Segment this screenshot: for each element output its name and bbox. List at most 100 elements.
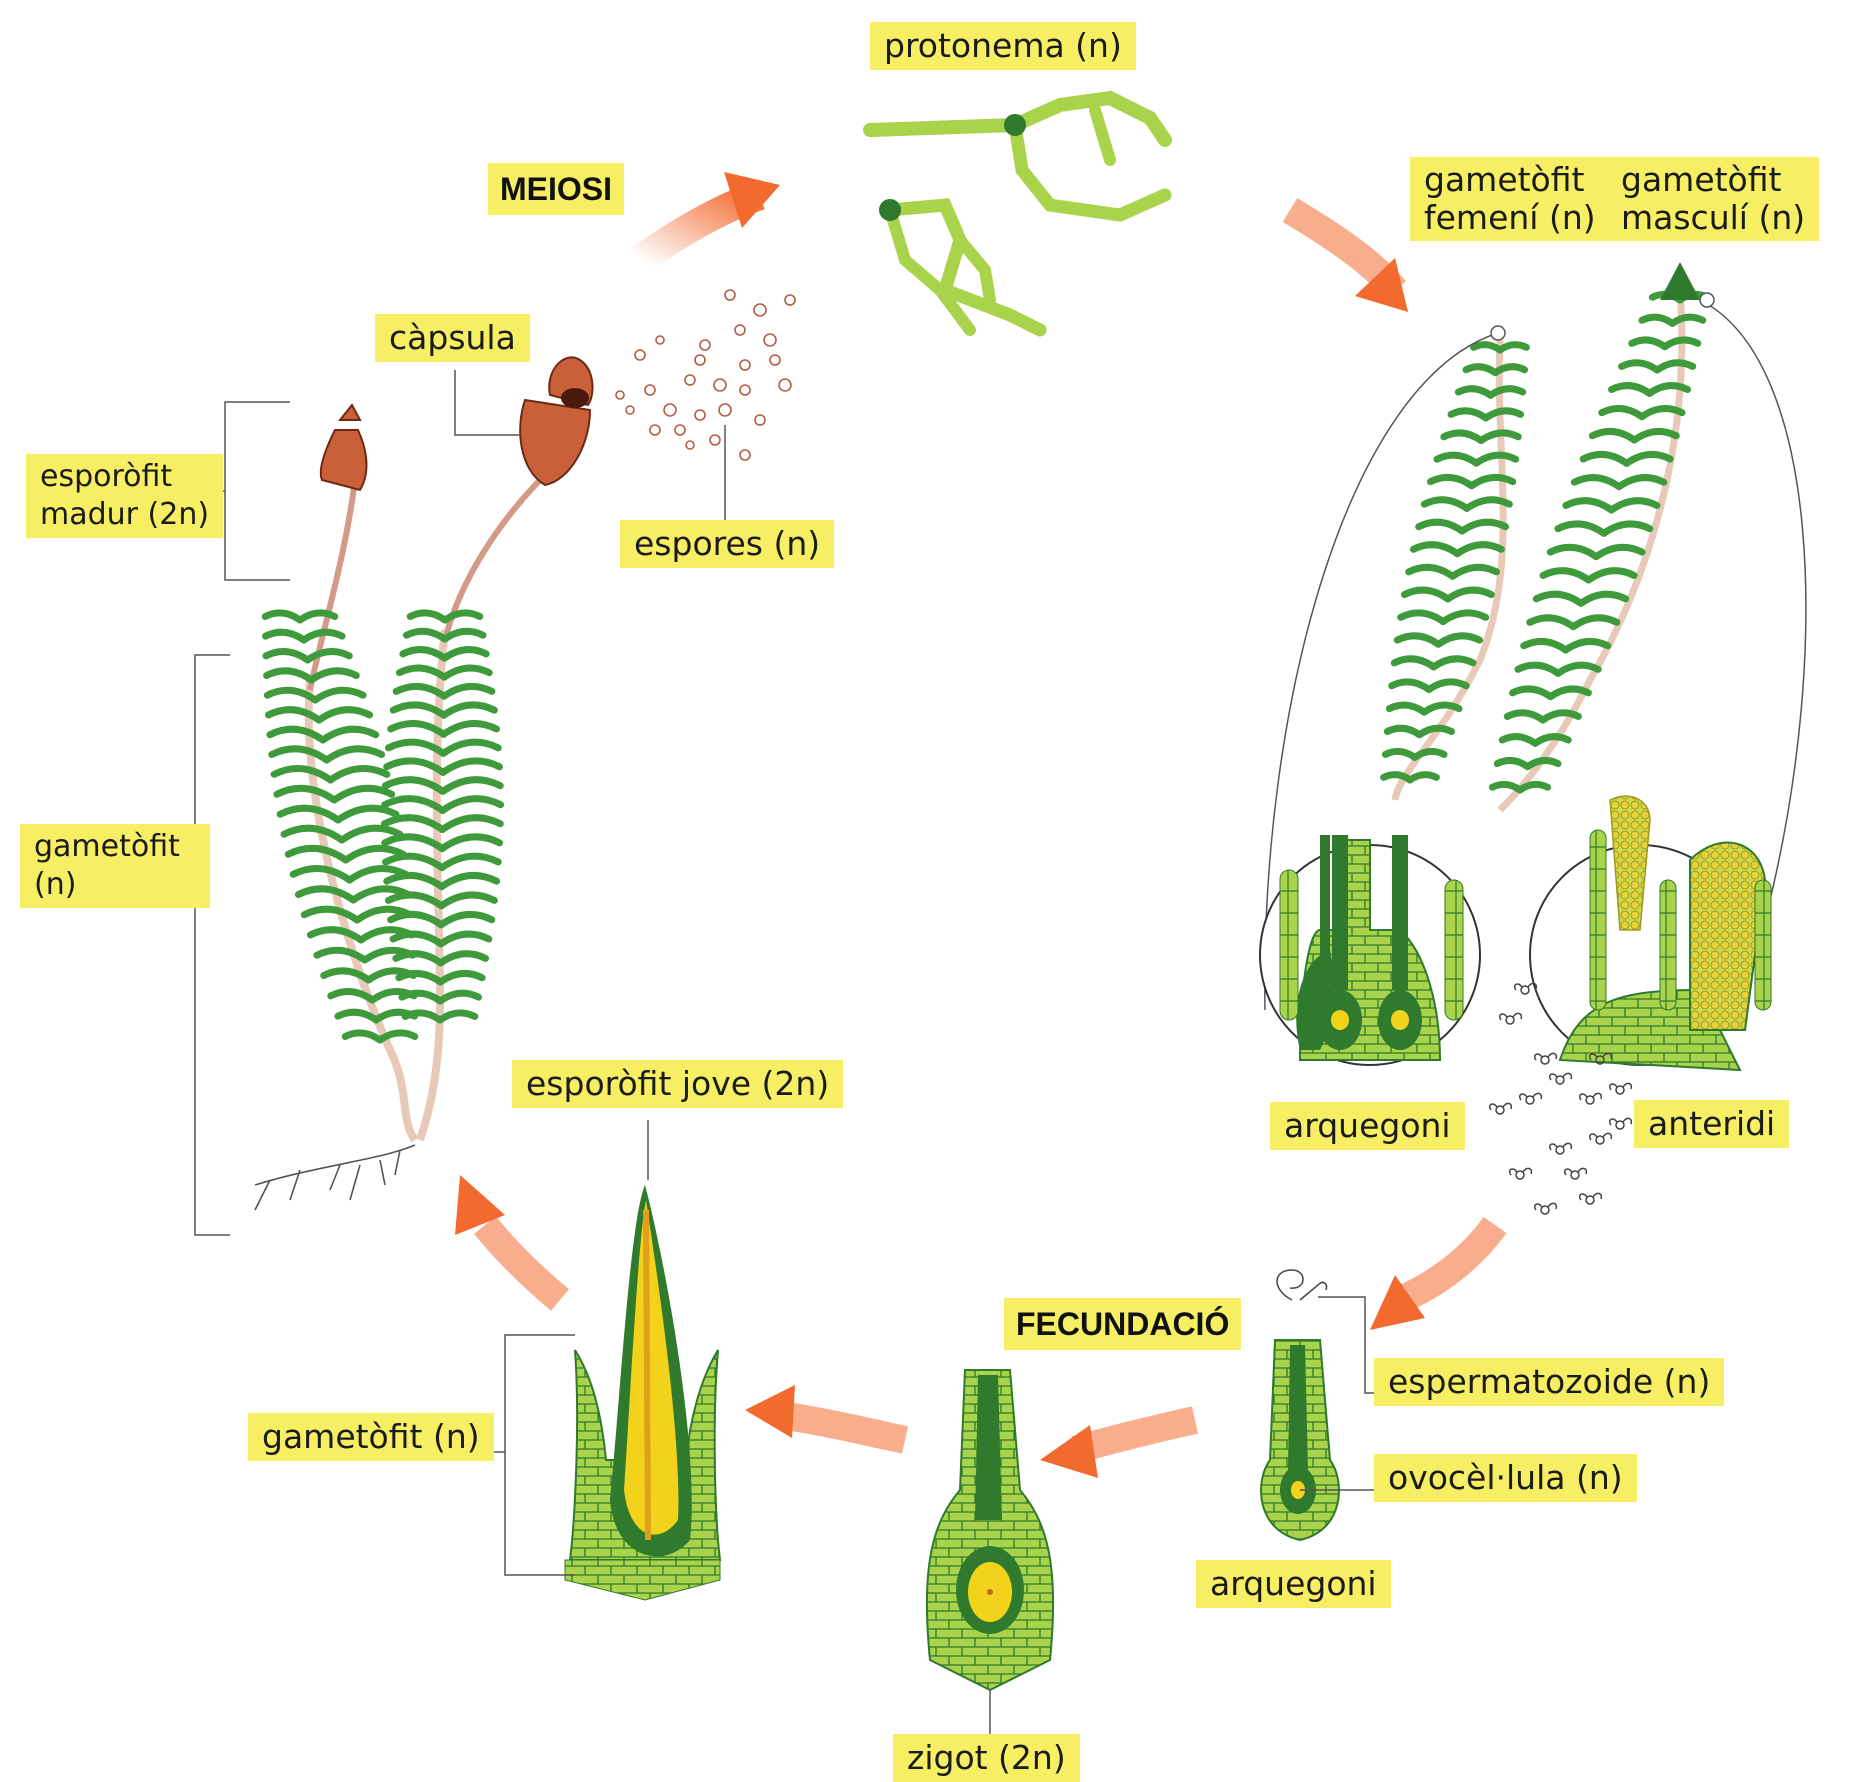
leaf [1570,474,1623,491]
leaf [399,646,449,662]
leaf [306,926,365,944]
leaf [270,765,334,784]
leaf [323,745,386,764]
leaf [1430,655,1477,671]
leaf [383,872,446,891]
leaf [436,1009,479,1024]
leaf [311,686,367,704]
leaf [1608,382,1654,397]
leaf [1390,655,1438,671]
leaf [334,804,400,824]
male-gametophyte-label-line1: gametòfit [1621,160,1782,199]
leaf [1388,678,1433,693]
leaf [389,701,448,719]
leaf [384,738,447,757]
protonema-filaments [863,90,1172,337]
leaf [387,720,448,738]
leaf [320,967,373,984]
leaf [304,648,353,664]
leaf [1526,614,1577,631]
sperm-cell [1540,1055,1550,1065]
leaf [1661,336,1702,351]
leaf [1468,473,1517,490]
leaf [280,824,346,844]
leaf [1470,341,1504,354]
leaf [1415,518,1466,535]
leaf [294,885,357,904]
leaf [440,664,493,681]
sperm-flagella [1548,1142,1573,1151]
sperm-flagella [1548,1072,1573,1081]
leaf [1434,632,1484,648]
archegonium-fertilization [1260,1269,1385,1542]
leaf [1638,405,1686,421]
sperm-flagella [1588,1052,1613,1061]
leaf [1397,609,1447,626]
leaf [440,701,498,719]
leaf [438,852,502,872]
leaf [1439,609,1490,626]
leaf [338,824,404,844]
leaf [406,609,449,624]
leaf [1532,590,1585,607]
leaf [1524,757,1562,771]
leaf [1415,724,1456,739]
fertilization-stage-label: FECUNDACIÓ [1004,1298,1242,1350]
meiosis-stage-label: MEIOSI [488,163,625,215]
male-gametophyte-label-line2: masculí (n) [1621,198,1806,237]
leaf [1618,359,1661,374]
leaf [1477,429,1522,445]
sperm-cell [1520,985,1530,995]
leaf [307,667,360,684]
leaf [1600,520,1654,537]
young-sporophyte-detail [564,1120,722,1601]
leaf [1449,563,1501,580]
leaf [401,1009,444,1024]
spores-label: espores (n) [620,520,835,568]
leaf [438,833,504,853]
leaf [1546,543,1600,561]
leaf [319,725,380,744]
leaf [1554,520,1608,537]
sperm-flagella [1608,1082,1633,1091]
leaf [261,609,304,624]
leaf [439,757,503,776]
leaf [1380,771,1414,784]
leaf [284,844,350,864]
sperm-flagella [1513,982,1538,991]
archegonium-lower-label: arquegoni [1196,1560,1391,1608]
leaf [1487,385,1527,399]
sperm-cell [1555,1075,1565,1085]
leaf [1385,701,1428,716]
sperm-cell [1615,1120,1625,1130]
leaf [392,950,445,967]
leaf [1628,336,1669,351]
leaf [1554,661,1602,677]
leaf [437,950,490,967]
leaf [296,609,339,624]
leaf [1488,780,1524,794]
leaf [1623,450,1674,467]
leaf [300,905,361,924]
leaf [330,784,396,804]
leaf [289,865,354,884]
leaf [1638,313,1676,327]
mature-sporophyte-label-line2: madur (2n) [40,497,210,532]
leaf [1453,541,1505,558]
leaf [1607,497,1661,514]
leaf [1630,427,1680,444]
leaf [395,664,448,681]
sperm-label: espermatozoide (n) [1374,1358,1725,1406]
leaf [437,891,498,910]
leaf [395,969,444,986]
arrow-meiosis [631,172,780,273]
leaf [1420,701,1463,716]
leaf [403,627,449,643]
leaf [341,1029,384,1044]
leaf [1516,780,1552,794]
gametophyte-left-label-line2: (n) [34,867,77,902]
leaf [1406,771,1440,784]
leaf [1405,563,1457,580]
sperm-cell [1570,1170,1580,1180]
